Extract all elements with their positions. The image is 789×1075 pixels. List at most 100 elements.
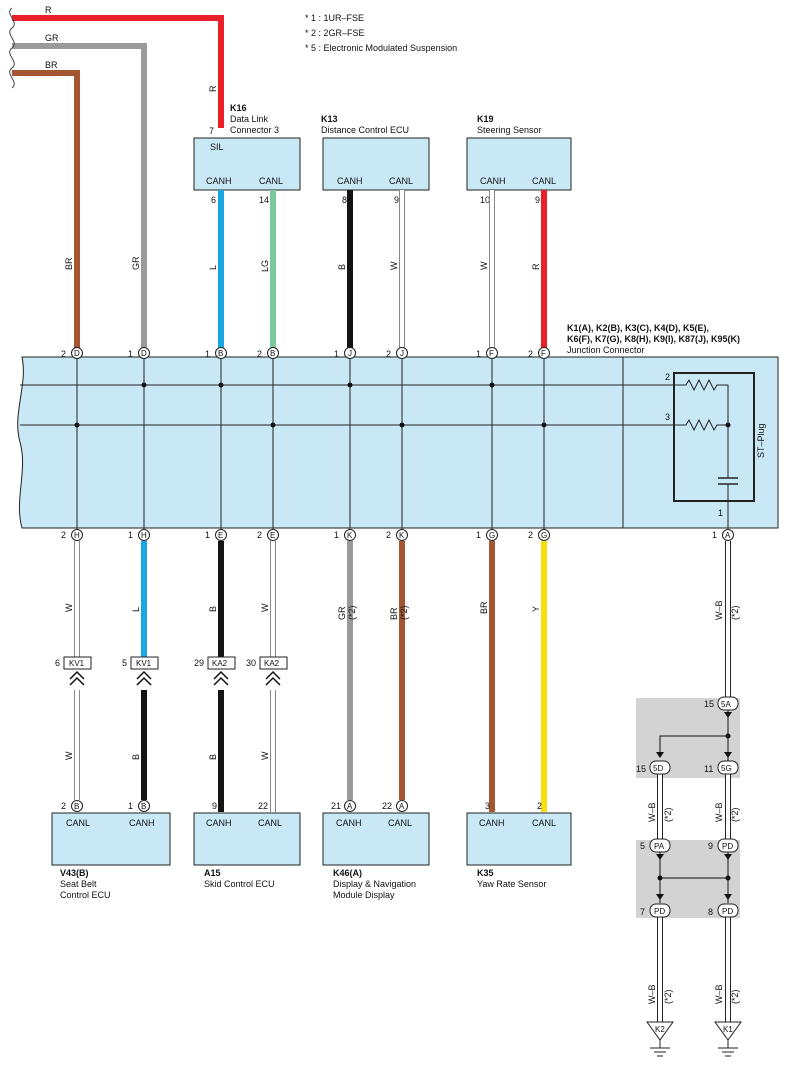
- svg-text:9: 9: [212, 801, 217, 811]
- svg-text:15: 15: [704, 699, 714, 709]
- svg-text:PD: PD: [654, 907, 665, 916]
- ground-label-1: W–B: [647, 802, 657, 822]
- svg-text:PD: PD: [722, 907, 733, 916]
- component-k19: K19 Steering Sensor CANH CANL 10 9: [466, 114, 572, 205]
- svg-text:1: 1: [476, 349, 481, 359]
- svg-text:K16: K16: [230, 103, 247, 113]
- svg-text:1: 1: [128, 801, 133, 811]
- svg-text:1: 1: [712, 530, 717, 540]
- svg-text:Data Link: Data Link: [230, 114, 269, 124]
- wire-label-top-4: B: [337, 264, 347, 270]
- svg-text:SIL: SIL: [210, 142, 224, 152]
- ground-star-3: (*2): [663, 989, 673, 1004]
- junction-codes-2: K6(F), K7(G), K8(H), K9(I), K87(J), K95(…: [567, 334, 740, 344]
- svg-text:B: B: [74, 802, 79, 811]
- svg-text:PD: PD: [722, 842, 733, 851]
- svg-text:5: 5: [640, 841, 645, 851]
- svg-text:CANL: CANL: [532, 176, 556, 186]
- wire-label-top-7: R: [531, 263, 541, 270]
- ground-star-0: (*2): [730, 605, 740, 620]
- ground-path: [636, 541, 742, 1057]
- svg-text:CANL: CANL: [532, 818, 556, 828]
- svg-text:A: A: [399, 802, 405, 811]
- svg-text:K: K: [399, 531, 405, 540]
- svg-text:E: E: [270, 531, 275, 540]
- svg-text:CANH: CANH: [129, 818, 155, 828]
- svg-text:CANH: CANH: [336, 818, 362, 828]
- feed-label-br: BR: [45, 60, 58, 70]
- wire-label-top-3: LG: [260, 260, 270, 272]
- svg-text:3: 3: [485, 801, 490, 811]
- junction-codes-1: K1(A), K2(B), K3(C), K4(D), K5(E),: [567, 323, 709, 333]
- st-plug-label: ST–Plug: [756, 423, 766, 458]
- svg-text:KV1: KV1: [136, 659, 152, 668]
- component-k46: 21 A 22 A CANH CANL K46(A) Display & Nav…: [322, 800, 430, 900]
- svg-text:2: 2: [61, 349, 66, 359]
- svg-text:K: K: [347, 531, 353, 540]
- wire-label-top-6: W: [479, 261, 489, 270]
- svg-text:J: J: [400, 349, 404, 358]
- svg-text:K13: K13: [321, 114, 338, 124]
- svg-text:KV1: KV1: [69, 659, 85, 668]
- svg-text:KA2: KA2: [264, 659, 280, 668]
- ground-label-0: W–B: [714, 600, 724, 620]
- ground-star-2: (*2): [730, 807, 740, 822]
- ground-label-3: W–B: [647, 984, 657, 1004]
- svg-text:A15: A15: [204, 868, 221, 878]
- wire-label-bu-3: W: [260, 603, 270, 612]
- ground-connectors: 15 5A 15 5D 11 5G 5 PA 9 PD 7 PD 8 PD K2…: [636, 696, 739, 1034]
- svg-text:CANL: CANL: [259, 176, 283, 186]
- svg-text:21: 21: [331, 801, 341, 811]
- svg-text:22: 22: [258, 801, 268, 811]
- svg-text:D: D: [74, 349, 80, 358]
- svg-text:E: E: [218, 531, 223, 540]
- svg-text:CANL: CANL: [258, 818, 282, 828]
- svg-text:Skid Control ECU: Skid Control ECU: [204, 879, 275, 889]
- svg-text:Display & Navigation: Display & Navigation: [333, 879, 416, 889]
- svg-text:Control ECU: Control ECU: [60, 890, 111, 900]
- svg-text:2: 2: [61, 530, 66, 540]
- svg-text:1: 1: [205, 530, 210, 540]
- svg-text:2: 2: [257, 530, 262, 540]
- component-k13: K13 Distance Control ECU CANH CANL 8 9: [321, 114, 430, 205]
- wire-label-top-0: BR: [64, 257, 74, 270]
- wire-label-star-5: (*2): [399, 605, 409, 620]
- svg-text:F: F: [489, 349, 494, 358]
- wire-label-bl-1: B: [131, 754, 141, 760]
- svg-text:14: 14: [259, 195, 269, 205]
- svg-text:J: J: [348, 349, 352, 358]
- svg-text:22: 22: [382, 801, 392, 811]
- svg-text:7: 7: [209, 126, 214, 136]
- svg-text:2: 2: [61, 801, 66, 811]
- st-pin-2: 2: [665, 372, 670, 382]
- svg-text:K2: K2: [655, 1025, 665, 1034]
- svg-text:1: 1: [476, 530, 481, 540]
- note-2: * 2 : 2GR–FSE: [305, 28, 365, 38]
- svg-text:7: 7: [640, 907, 645, 917]
- svg-text:5A: 5A: [721, 700, 731, 709]
- feed-label-r: R: [45, 5, 52, 15]
- svg-text:11: 11: [704, 764, 713, 774]
- svg-text:K35: K35: [477, 868, 494, 878]
- svg-text:K1: K1: [723, 1025, 733, 1034]
- svg-text:5: 5: [122, 658, 127, 668]
- feed-label-gr: GR: [45, 33, 59, 43]
- top-wires: [218, 190, 547, 348]
- svg-text:2: 2: [528, 530, 533, 540]
- note-1: * 1 : 1UR–FSE: [305, 13, 364, 23]
- st-pin-3: 3: [665, 412, 670, 422]
- svg-text:Distance Control ECU: Distance Control ECU: [321, 125, 409, 135]
- svg-text:8: 8: [708, 907, 713, 917]
- svg-text:CANH: CANH: [206, 176, 232, 186]
- svg-text:CANL: CANL: [389, 176, 413, 186]
- svg-text:PA: PA: [654, 842, 665, 851]
- component-k16: K16 Data Link Connector 3 SIL 7 CANH CAN…: [193, 103, 301, 205]
- inline-connectors: 6 KV1 5 KV1 29 KA2 30 KA2: [55, 656, 288, 686]
- component-v43: 2 B 1 B CANL CANH V43(B) Seat Belt Contr…: [51, 800, 171, 900]
- svg-text:B: B: [218, 349, 223, 358]
- svg-text:CANL: CANL: [66, 818, 90, 828]
- svg-text:KA2: KA2: [212, 659, 228, 668]
- svg-text:6: 6: [211, 195, 216, 205]
- feed-wires: [9, 7, 224, 348]
- svg-text:Module Display: Module Display: [333, 890, 395, 900]
